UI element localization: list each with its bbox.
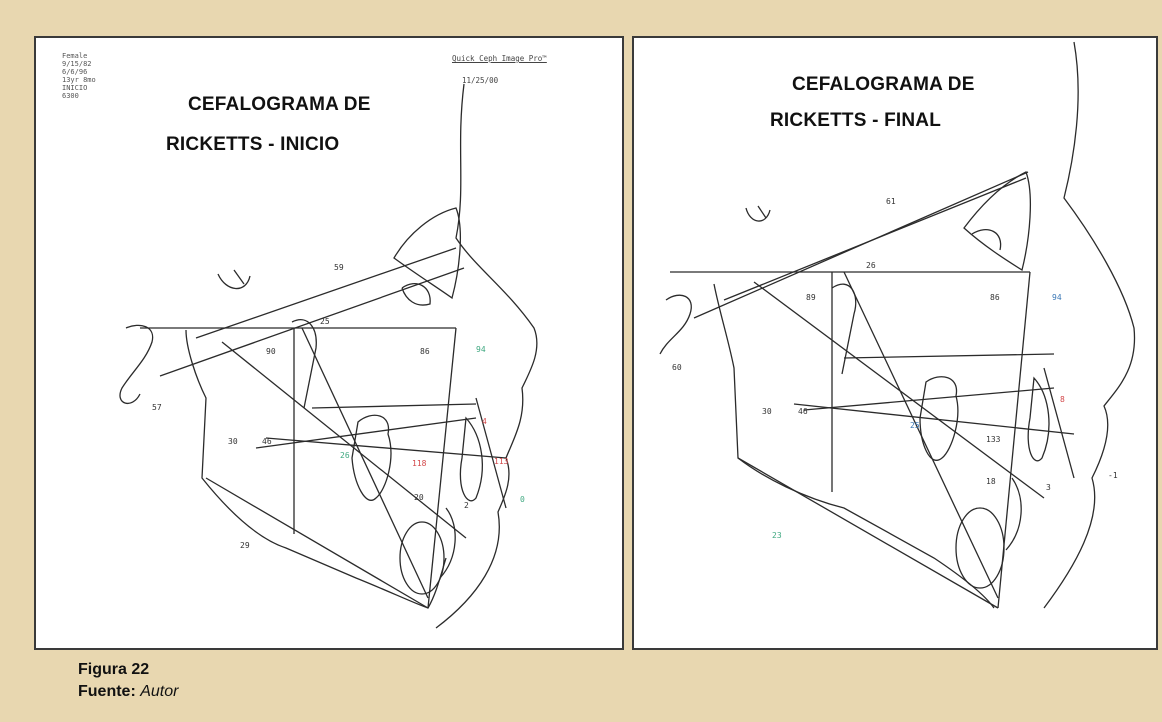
value-30: 30 xyxy=(762,407,772,416)
cephalogram-initial-panel: Female 9/15/82 6/6/96 13yr 8mo INICIO 63… xyxy=(34,36,624,650)
software-label: Quick Ceph Image Pro™ xyxy=(452,54,547,63)
sella xyxy=(217,269,251,290)
palatal-plane xyxy=(311,403,477,409)
value-29: 29 xyxy=(240,541,250,550)
value-30: 30 xyxy=(228,437,238,446)
value-8: 8 xyxy=(1060,395,1065,404)
value-118: 118 xyxy=(412,459,427,468)
value-59: 59 xyxy=(334,263,344,272)
value-3: 3 xyxy=(1046,483,1051,492)
ba-n-line xyxy=(221,341,467,539)
symphysis xyxy=(399,521,445,595)
mandibular-plane xyxy=(205,477,429,609)
cephalometric-tracing: 59 25 90 86 94 57 30 46 4 26 118 113 20 … xyxy=(119,83,538,629)
orbit xyxy=(401,283,431,306)
occlusal-plane xyxy=(793,403,1075,435)
pterygoid xyxy=(291,319,317,409)
value-57: 57 xyxy=(152,403,162,412)
trace-date: 11/25/00 xyxy=(462,76,499,85)
na-line xyxy=(723,177,1027,301)
value-94: 94 xyxy=(1052,293,1062,302)
mandible-outline xyxy=(185,329,447,609)
e-line xyxy=(475,397,507,509)
value-90: 90 xyxy=(266,347,276,356)
redaction-block xyxy=(694,72,784,96)
molar xyxy=(919,376,959,461)
molar xyxy=(351,414,392,501)
mandibular-plane xyxy=(737,457,999,609)
value-86: 86 xyxy=(420,347,430,356)
value-133: 133 xyxy=(986,435,1001,444)
value-46: 46 xyxy=(798,407,808,416)
value-neg1: -1 xyxy=(1108,471,1118,480)
redaction-block xyxy=(108,88,188,128)
palatal-plane xyxy=(843,353,1055,359)
facial-plane xyxy=(427,327,457,609)
nasal-bone xyxy=(393,207,462,300)
soft-tissue-profile xyxy=(435,83,538,629)
symphysis xyxy=(955,507,1005,589)
title-line-1: CEFALOGRAMA DE xyxy=(792,74,975,95)
ear-rod xyxy=(659,294,692,355)
mandible-outline xyxy=(713,283,995,609)
title-line-2: RICKETTS - FINAL xyxy=(770,110,942,131)
pterygoid xyxy=(831,283,857,375)
title-line-2: RICKETTS - INICIO xyxy=(166,134,340,155)
value-94: 94 xyxy=(476,345,486,354)
figure-caption: Figura 22 xyxy=(78,660,149,680)
incisor-upper xyxy=(459,416,483,502)
e-line xyxy=(1043,367,1075,479)
value-60: 60 xyxy=(672,363,682,372)
title-line-1: CEFALOGRAMA DE xyxy=(188,94,371,115)
value-26: 26 xyxy=(866,261,876,270)
value-25: 25 xyxy=(910,421,920,430)
incisor-lower xyxy=(439,507,456,579)
xi-line xyxy=(255,417,477,449)
xi-line xyxy=(803,387,1055,411)
ramus-line xyxy=(301,327,429,599)
sn-line xyxy=(159,267,465,377)
na-line xyxy=(195,247,457,339)
occlusal-plane xyxy=(265,437,507,459)
value-4: 4 xyxy=(482,417,487,426)
cephalometric-tracing: 61 26 89 86 94 60 30 46 8 25 133 18 3 -1… xyxy=(659,41,1136,609)
cephalogram-final-panel: CEFALOGRAMA DE RICKETTS - FINAL 61 26 89… xyxy=(632,36,1158,650)
value-18: 18 xyxy=(986,477,996,486)
incisor-lower xyxy=(1005,477,1022,551)
value-113: 113 xyxy=(494,457,509,466)
value-20: 20 xyxy=(414,493,424,502)
value-26: 26 xyxy=(340,451,350,460)
patient-meta: Female 9/15/82 6/6/96 13yr 8mo INICIO 63… xyxy=(62,52,96,100)
value-89: 89 xyxy=(806,293,816,302)
source-value: Autor xyxy=(140,683,179,700)
ba-n-line xyxy=(753,281,1045,499)
value-2: 2 xyxy=(464,501,469,510)
nasal-bone xyxy=(963,171,1032,272)
value-0: 0 xyxy=(520,495,525,504)
figure-label: Figura xyxy=(78,661,127,678)
value-25: 25 xyxy=(320,317,330,326)
source-label: Fuente: xyxy=(78,683,136,700)
ear-rod xyxy=(119,324,154,404)
source-caption: Fuente: Autor xyxy=(78,682,178,702)
orbit xyxy=(971,229,1002,251)
value-46: 46 xyxy=(262,437,272,446)
soft-tissue-profile xyxy=(1043,41,1136,609)
figure-number: 22 xyxy=(131,661,150,678)
value-23: 23 xyxy=(772,531,782,540)
value-86: 86 xyxy=(990,293,1000,302)
sella xyxy=(745,205,771,222)
value-61: 61 xyxy=(886,197,896,206)
incisor-upper xyxy=(1027,376,1050,462)
